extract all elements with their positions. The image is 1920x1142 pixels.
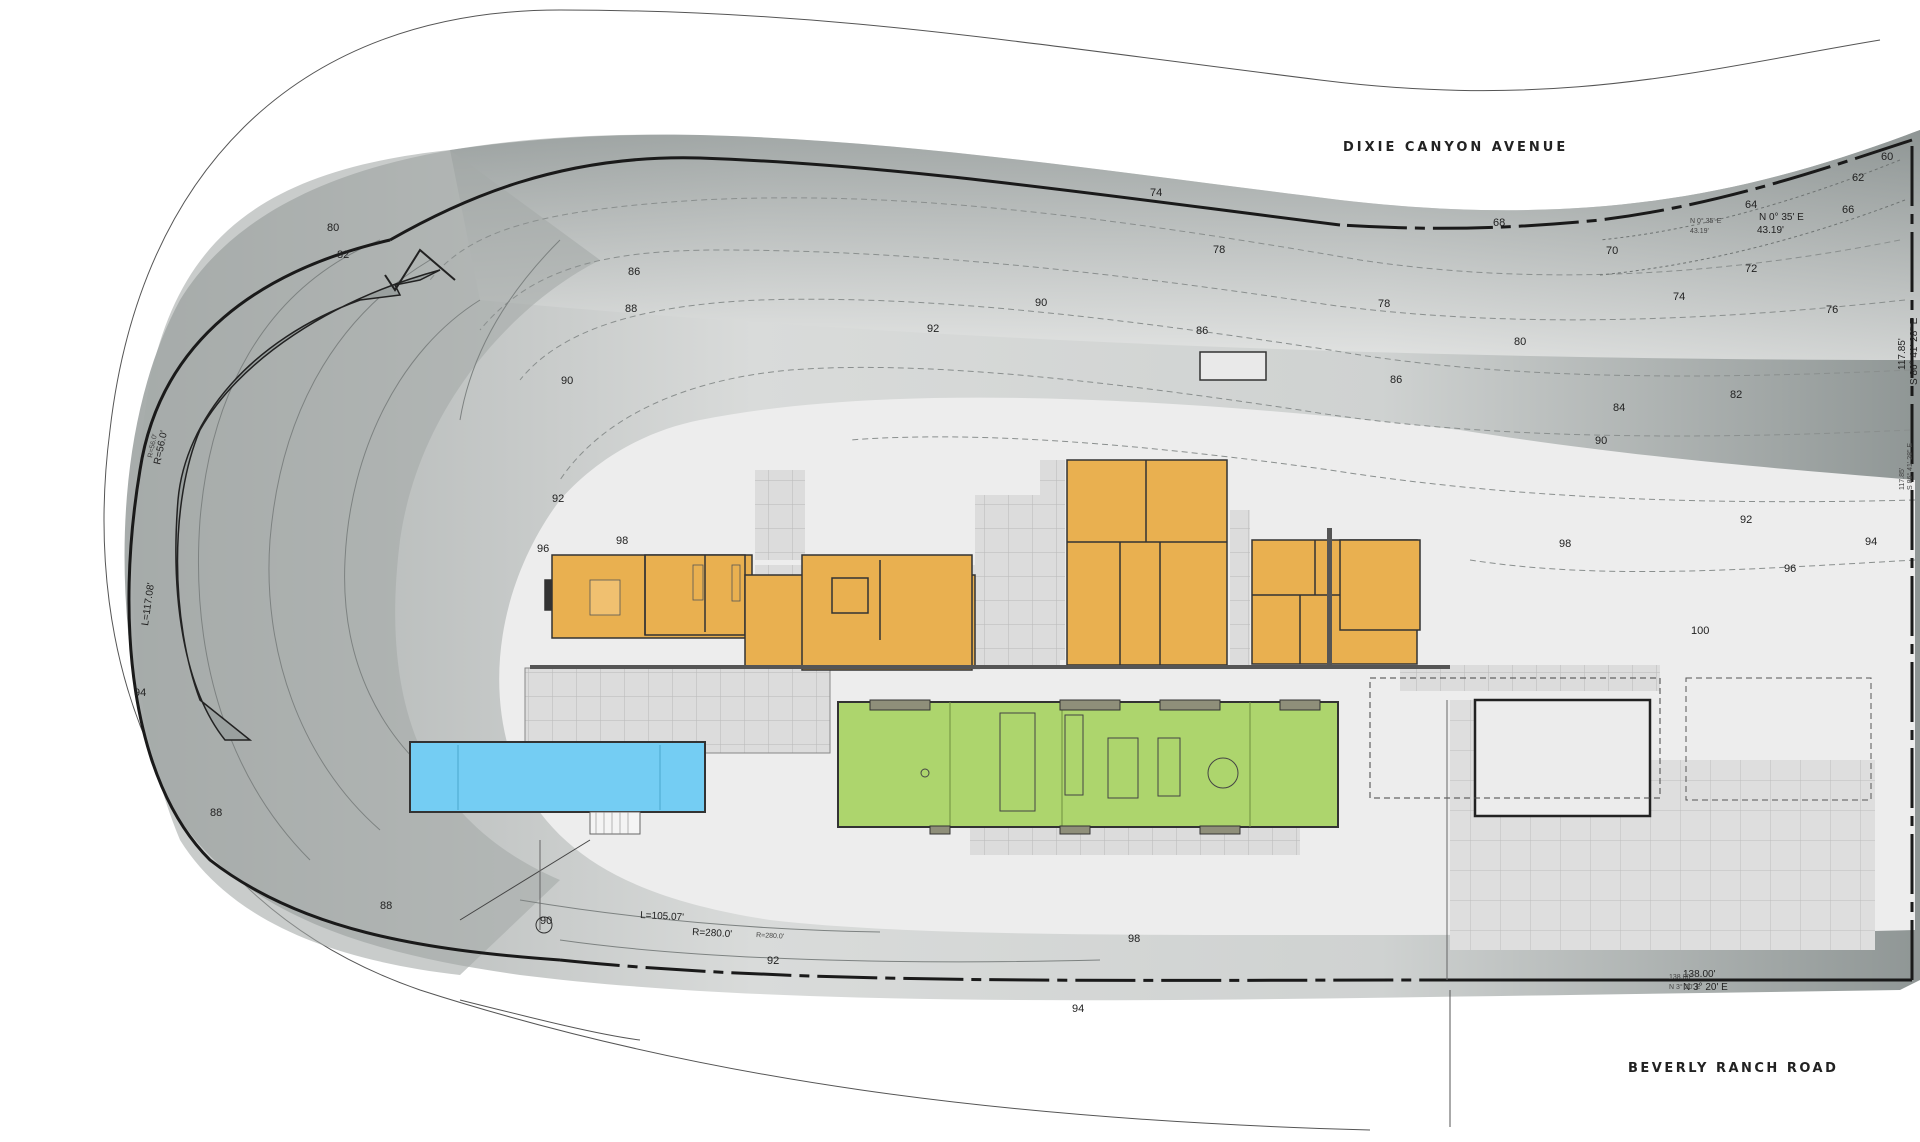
stair-pavers [755,470,805,560]
contour-lines [429,197,1916,573]
contour-label: 82 [337,249,349,261]
south-distance: 138.00' [1683,969,1716,980]
north-bearing: N 0° 35' E [1759,212,1804,223]
contour-label: 72 [1745,263,1757,275]
contour-label: 60 [1881,151,1893,163]
contour-label: 88 [625,303,637,315]
contour-label: 92 [552,493,564,505]
contour-label: 92 [767,955,779,967]
south-arc-length: L=105.07' [640,910,685,923]
south-arc-radius-small: R=280.0' [756,932,784,940]
bedroom-wing-west [544,554,976,671]
contour-label: 88 [380,900,392,912]
contour-label: 98 [1559,538,1571,550]
contour-label: 78 [1213,244,1225,256]
built-in-cabinets [869,699,1321,835]
pool [409,741,706,813]
contour-label: 64 [1745,199,1757,211]
west-arc-radius-small: R=56.0' [147,433,159,458]
contour-label: 90 [540,915,552,927]
contour-label: 92 [927,323,939,335]
garden-pavers-c [1230,510,1250,665]
contour-label: 96 [1784,563,1796,575]
contour-label: 76 [1826,304,1838,316]
contour-label: 82 [1730,389,1742,401]
contour-label: 80 [1514,336,1526,348]
contour-label: 94 [1072,1003,1084,1015]
contour-label-group: 80 82 86 88 90 92 96 98 74 78 68 70 64 6… [134,151,1893,1015]
outer-topo-line [103,9,1881,1131]
pool-steps [589,811,641,835]
contour-label: 86 [1196,325,1208,337]
east-distance-small: 117.85' [1899,468,1906,490]
contour-lines-north-east [1599,159,1906,276]
contour-label: 96 [537,543,549,555]
contour-label: 74 [1673,291,1685,303]
contour-label: 86 [1390,374,1402,386]
street-label-south: BEVERLY RANCH ROAD [1628,1061,1839,1076]
street-label-north: DIXIE CANYON AVENUE [1343,140,1569,155]
garden-pavers-b [1040,460,1065,660]
south-arc-radius: R=280.0' [692,927,733,940]
terrain-west-shade [133,150,600,975]
east-distance: 117.85' [1897,338,1908,370]
property-line [127,138,1914,982]
contour-label: 90 [561,375,573,387]
north-distance-small: 43.19' [1690,228,1709,235]
contour-lines-west [197,239,1101,963]
contour-label: 98 [1128,933,1140,945]
contour-label: 88 [210,807,222,819]
bedroom-wing-east [1066,459,1421,666]
terrain-north-shade [450,130,1920,360]
contour-label: 94 [134,687,146,699]
future-structure-outline [1685,677,1872,801]
site-element-north [1199,351,1267,381]
contour-label: 92 [1740,514,1752,526]
contour-label: 78 [1378,298,1390,310]
contour-label: 84 [1613,402,1625,414]
contour-label: 94 [1865,536,1877,548]
parking-outline [1369,677,1661,799]
east-bearing: S 86° 41' 28" E [1909,317,1920,385]
contour-label: 90 [1035,297,1047,309]
living-furniture [920,712,1239,812]
contour-label: 100 [1691,625,1709,637]
contour-label: 86 [628,266,640,278]
contour-label: 62 [1852,172,1864,184]
east-wing-wall [1327,528,1332,668]
south-bearing: N 3° 20' E [1683,982,1728,993]
south-distance-small: 138.00' [1669,974,1692,981]
wing-fixtures-west [589,564,741,616]
contour-label: 80 [327,222,339,234]
north-bearing-small: N 0° 35' E [1690,217,1722,225]
garage [1473,698,1652,818]
contour-label: 68 [1493,217,1505,229]
contour-label: 90 [1595,435,1607,447]
north-distance: 43.19' [1757,225,1784,236]
east-bearing-small: S 86° 41' 28" E [1906,443,1914,490]
contour-label: 70 [1606,245,1618,257]
south-bearing-small: N 3° 20' E [1669,983,1701,991]
retaining-wall [175,269,441,741]
utility-marker [535,916,553,934]
living-pavilion [837,701,1339,828]
contour-label: 98 [616,535,628,547]
pool-terrace [524,667,831,754]
contour-label: 66 [1842,204,1854,216]
gallery-wall [530,665,1450,669]
contour-label: 74 [1150,187,1162,199]
